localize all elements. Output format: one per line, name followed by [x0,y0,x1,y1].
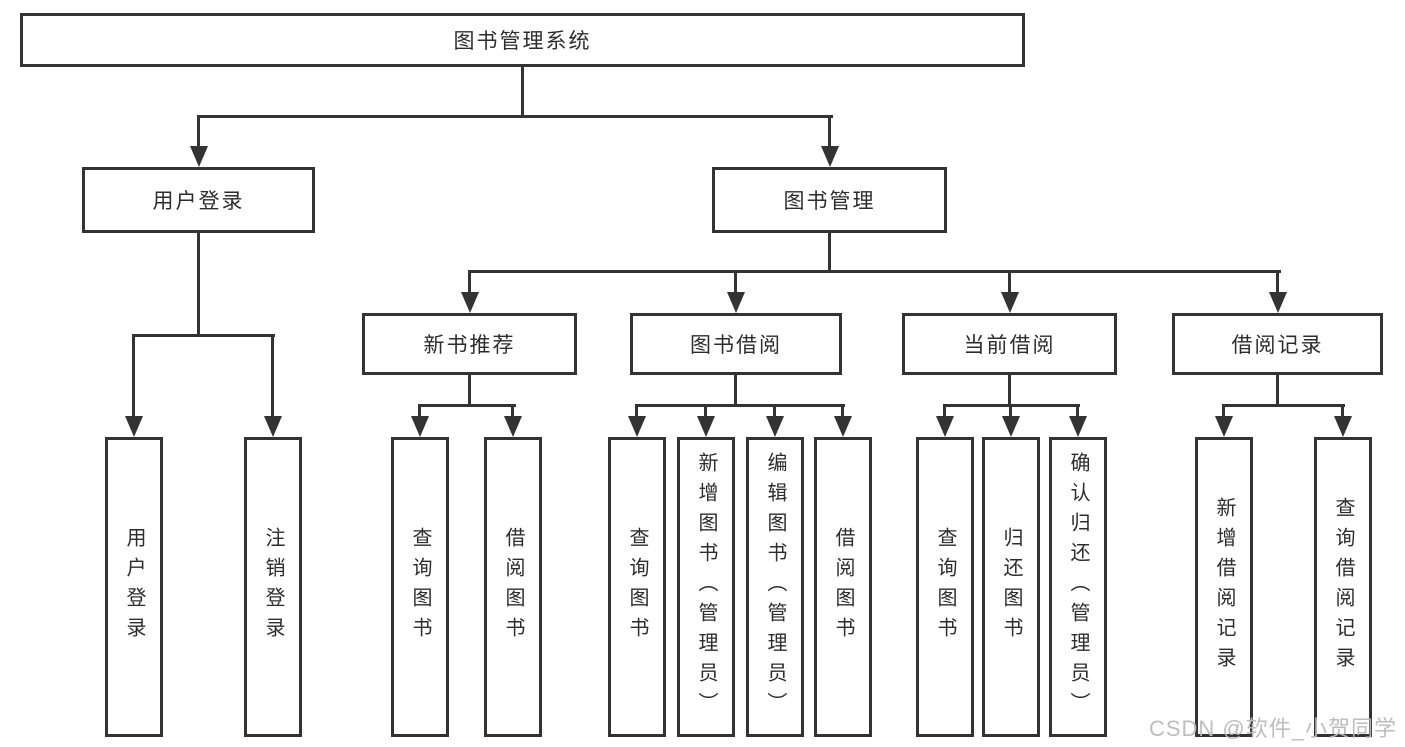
node-label: 图书管理系统 [453,30,592,53]
connector-line [828,115,831,148]
leaf-borrow-books-recommend: 借阅图书 [484,437,542,737]
node-new-book-recommend: 新书推荐 [362,313,577,375]
node-borrowing-records: 借阅记录 [1172,313,1383,375]
connector-line [271,334,274,418]
arrow-down-icon [628,416,646,437]
connector-line [1009,404,1012,418]
arrow-down-icon [125,416,143,437]
leaf-query-books-current: 查询图书 [916,437,974,737]
connector-line [943,404,946,418]
arrow-down-icon [264,416,282,437]
node-user-login: 用户登录 [82,167,315,233]
connector-line [1276,375,1279,406]
leaf-query-books-recommend: 查询图书 [391,437,449,737]
arrow-down-icon [411,416,429,437]
arrow-down-icon [766,416,784,437]
leaf-query-borrow-record: 查询借阅记录 [1314,437,1372,737]
connector-line [734,270,737,295]
arrow-down-icon [1069,416,1087,437]
leaf-add-books-admin: 新增图书（管理员） [677,437,735,737]
connector-line [773,404,776,418]
leaf-return-books: 归还图书 [982,437,1040,737]
connector-line [1222,404,1225,418]
node-label: 编辑图书（管理员） [764,452,786,722]
connector-line [1008,375,1011,406]
node-label: 图书管理 [783,190,876,213]
node-current-borrowing: 当前借阅 [902,313,1117,375]
connector-line [468,270,1281,273]
node-label: 查询图书 [626,527,648,647]
connector-line [132,334,135,418]
connector-line [635,404,845,407]
node-library-management-system: 图书管理系统 [20,13,1025,67]
node-label: 查询图书 [934,527,956,647]
node-label: 查询借阅记录 [1332,497,1354,677]
connector-line [197,115,833,118]
leaf-edit-books-admin: 编辑图书（管理员） [746,437,804,737]
connector-line [1341,404,1344,418]
connector-line [1076,404,1079,418]
connector-line [734,375,737,406]
arrow-down-icon [1269,292,1287,313]
leaf-borrow-books: 借阅图书 [814,437,872,737]
connector-line [841,404,844,418]
connector-line [704,404,707,418]
connector-line [468,375,471,406]
leaf-confirm-return-admin: 确认归还（管理员） [1049,437,1107,737]
node-label: 借阅图书 [832,527,854,647]
node-label: 注销登录 [262,527,284,647]
node-label: 当前借阅 [963,334,1056,357]
node-label: 新增图书（管理员） [695,452,717,722]
node-label: 查询图书 [409,527,431,647]
connector-line [1008,270,1011,295]
connector-line [635,404,638,418]
leaf-user-login: 用户登录 [105,437,163,737]
arrow-down-icon [727,292,745,313]
arrow-down-icon [834,416,852,437]
arrow-down-icon [190,146,208,167]
connector-line [521,67,524,118]
csdn-watermark: CSDN @软件_小贺同学 [1148,716,1397,741]
connector-line [511,404,514,418]
node-label: 图书借阅 [690,334,782,357]
node-label: 用户登录 [123,527,145,647]
node-label: 确认归还（管理员） [1067,452,1089,722]
connector-line [418,404,421,418]
node-label: 新增借阅记录 [1213,497,1235,677]
node-book-management: 图书管理 [712,167,947,233]
leaf-logout: 注销登录 [244,437,302,737]
node-label: 用户登录 [152,190,245,213]
leaf-add-borrow-record: 新增借阅记录 [1195,437,1253,737]
arrow-down-icon [1001,292,1019,313]
arrow-down-icon [504,416,522,437]
connector-line [1276,270,1279,295]
connector-line [468,270,471,295]
leaf-query-books-borrowing: 查询图书 [608,437,666,737]
arrow-down-icon [1215,416,1233,437]
arrow-down-icon [1002,416,1020,437]
node-label: 归还图书 [1000,527,1022,647]
arrow-down-icon [697,416,715,437]
connector-line [132,334,275,337]
node-label: 新书推荐 [423,334,516,357]
arrow-down-icon [461,292,479,313]
connector-line [197,115,200,148]
node-label: 借阅图书 [502,527,524,647]
connector-line [197,233,200,336]
connector-line [418,404,516,407]
node-label: 借阅记录 [1231,334,1324,357]
arrow-down-icon [1334,416,1352,437]
arrow-down-icon [936,416,954,437]
arrow-down-icon [821,146,839,167]
connector-line [828,233,831,272]
node-book-borrowing: 图书借阅 [630,313,842,375]
connector-line [1222,404,1345,407]
